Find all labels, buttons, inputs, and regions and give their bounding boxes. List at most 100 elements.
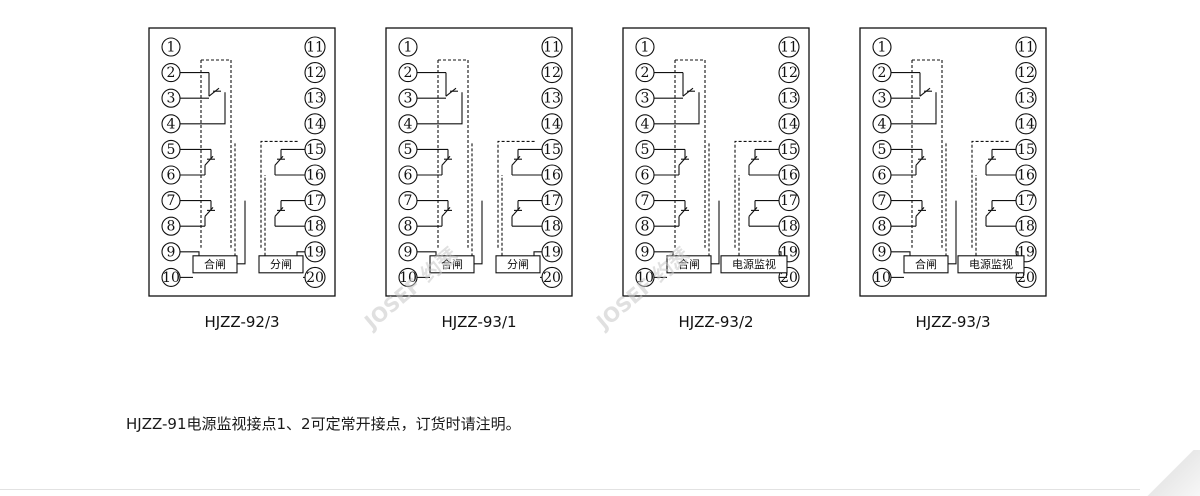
terminal-1 — [635, 37, 655, 57]
contact-right-1-blade — [748, 155, 758, 166]
terminal-label-6: 6 — [878, 168, 887, 184]
terminal-label-13: 13 — [543, 91, 561, 107]
terminal-label-4: 4 — [167, 116, 176, 132]
contact-right-1-blade — [274, 155, 284, 166]
terminal-label-20: 20 — [1017, 270, 1035, 286]
wire-t4 — [891, 92, 937, 125]
contact-right-2-blade — [748, 207, 758, 217]
terminal-label-6: 6 — [167, 168, 176, 184]
terminal-13 — [778, 87, 800, 109]
terminal-12 — [304, 62, 326, 84]
coil-box-right — [258, 255, 304, 274]
terminal-label-2: 2 — [167, 65, 176, 81]
terminal-label-17: 17 — [780, 193, 798, 209]
contact-1-blade — [445, 87, 457, 97]
terminal-label-9: 9 — [878, 244, 887, 260]
diagram-frame — [622, 27, 810, 297]
terminal-label-11: 11 — [306, 40, 324, 56]
wire-t19 — [296, 251, 305, 256]
terminal-label-19: 19 — [306, 244, 324, 260]
terminal-label-2: 2 — [641, 65, 650, 81]
terminal-13 — [304, 87, 326, 109]
terminal-label-5: 5 — [404, 142, 413, 158]
terminal-label-7: 7 — [167, 193, 176, 209]
contact-right-1-blade — [985, 155, 995, 166]
terminal-11 — [541, 36, 563, 58]
terminal-label-5: 5 — [641, 142, 650, 158]
terminal-label-6: 6 — [641, 168, 650, 184]
terminal-label-4: 4 — [878, 116, 887, 132]
terminal-11 — [304, 36, 326, 58]
terminal-label-15: 15 — [1017, 142, 1035, 158]
terminal-label-10: 10 — [399, 270, 417, 286]
coil-left-dash — [201, 59, 232, 248]
terminal-label-16: 16 — [1017, 168, 1035, 184]
terminal-label-2: 2 — [878, 65, 887, 81]
contact-left-3-blade — [204, 207, 214, 217]
wire-t9 — [891, 251, 911, 256]
coil-left-dash — [912, 59, 943, 248]
terminal-label-10: 10 — [636, 270, 654, 286]
terminal-label-3: 3 — [404, 91, 413, 107]
coil-left-dash — [675, 59, 706, 248]
terminal-label-13: 13 — [306, 91, 324, 107]
contact-right-2-blade — [274, 207, 284, 217]
contact-1-blade — [682, 87, 694, 97]
terminal-label-9: 9 — [167, 244, 176, 260]
wire-coil-left-ret — [474, 200, 483, 265]
diagram-frame — [859, 27, 1047, 297]
terminal-label-2: 2 — [404, 65, 413, 81]
terminal-label-7: 7 — [878, 193, 887, 209]
coil-label-left: 合闸 — [204, 257, 226, 271]
terminal-label-13: 13 — [780, 91, 798, 107]
terminal-label-8: 8 — [167, 219, 176, 235]
terminal-label-18: 18 — [780, 219, 798, 235]
terminal-label-5: 5 — [878, 142, 887, 158]
coil-label-right: 电源监视 — [969, 257, 1013, 271]
terminal-label-6: 6 — [404, 168, 413, 184]
terminal-label-16: 16 — [543, 168, 561, 184]
contact-left-2-blade — [678, 155, 688, 166]
terminal-label-16: 16 — [306, 168, 324, 184]
wire-t9 — [180, 251, 200, 256]
diagram-frame — [148, 27, 336, 297]
terminal-13 — [541, 87, 563, 109]
terminal-label-10: 10 — [162, 270, 180, 286]
terminal-14 — [541, 113, 563, 135]
terminal-label-1: 1 — [641, 40, 650, 56]
wire-t9 — [417, 251, 437, 256]
terminal-14 — [778, 113, 800, 135]
coil-label-right: 电源监视 — [732, 257, 776, 271]
terminal-1 — [161, 37, 181, 57]
contact-left-2-blade — [441, 155, 451, 166]
terminal-label-3: 3 — [167, 91, 176, 107]
order-note: HJZZ-91电源监视接点1、2可定常开接点，订货时请注明。 — [126, 415, 521, 433]
contact-left-2-blade — [204, 155, 214, 166]
coil-label-left: 合闸 — [678, 257, 700, 271]
contact-left-3-blade — [441, 207, 451, 217]
terminal-14 — [1015, 113, 1037, 135]
terminal-label-4: 4 — [404, 116, 413, 132]
terminal-label-20: 20 — [543, 270, 561, 286]
terminal-label-19: 19 — [543, 244, 561, 260]
terminal-label-11: 11 — [1017, 40, 1035, 56]
terminal-label-17: 17 — [306, 193, 324, 209]
terminal-label-12: 12 — [1017, 65, 1035, 81]
terminal-label-20: 20 — [780, 270, 798, 286]
terminal-label-18: 18 — [306, 219, 324, 235]
model-label: HJZZ-93/1 — [441, 313, 516, 331]
contact-left-2-blade — [915, 155, 925, 166]
contact-right-2-blade — [511, 207, 521, 217]
terminal-label-15: 15 — [780, 142, 798, 158]
terminal-label-8: 8 — [404, 219, 413, 235]
coil-label-right: 分闸 — [507, 258, 529, 271]
contact-left-3-blade — [678, 207, 688, 217]
terminal-label-15: 15 — [306, 142, 324, 158]
coil-box-right — [495, 255, 541, 274]
terminal-label-16: 16 — [780, 168, 798, 184]
page-curl — [1140, 450, 1200, 496]
coil-box-right — [720, 255, 788, 274]
coil-right-dash — [260, 140, 299, 248]
terminal-label-18: 18 — [1017, 219, 1035, 235]
